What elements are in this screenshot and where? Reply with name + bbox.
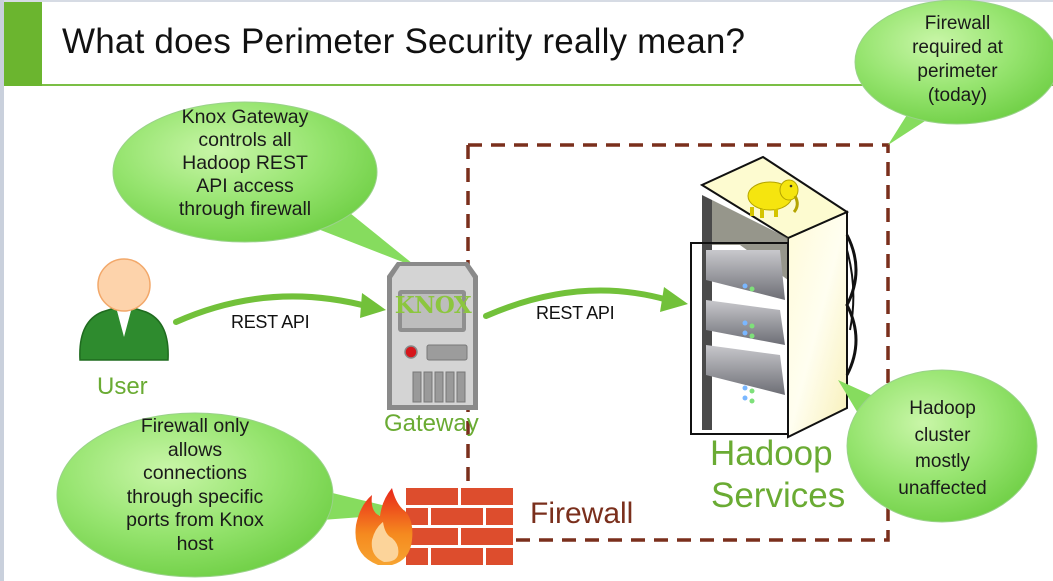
callout-hadoop-cluster [838,369,1038,523]
title-accent-bar [4,2,42,86]
hadoop-services-label-line1: Hadoop [710,434,833,473]
callout-knox-gateway-text: Knox Gateway controls all Hadoop REST AP… [178,106,312,220]
knox-badge: KNOX [394,292,472,319]
server-unit-3 [706,345,785,404]
user-label: User [97,373,148,400]
callout-firewall-perimeter [854,0,1053,145]
connection-label-user-gateway: REST API [231,312,310,332]
callout-firewall-perimeter-text: Firewall required at perimeter (today) [912,13,1003,106]
connection-label-gateway-hadoop: REST API [536,303,615,323]
perimeter-boundary [468,143,890,542]
hadoop-services-label-line2: Services [711,476,846,515]
arrow-gateway-to-hadoop [483,287,688,319]
slide-frame-top [0,0,1053,2]
callout-hadoop-cluster-text: Hadoop cluster mostly unaffected [898,398,987,499]
slide-frame-left [0,0,4,581]
gateway-label: Gateway [384,410,479,437]
user-icon [79,258,169,361]
firewall-brick-icon [405,487,513,565]
slide-title: What does Perimeter Security really mean… [62,22,746,61]
callout-knox-gateway [112,101,418,268]
callout-firewall-ports-text: Firewall only allows connections through… [126,415,264,555]
server-unit-1 [706,250,785,300]
gateway-server-icon [387,262,478,410]
hadoop-elephant-icon [747,179,799,218]
title-underline [42,84,1053,86]
server-unit-2 [706,300,785,345]
fire-icon [355,488,413,565]
hadoop-rack-icon [690,155,858,439]
arrow-user-to-gateway [173,293,386,325]
firewall-label: Firewall [530,497,634,530]
